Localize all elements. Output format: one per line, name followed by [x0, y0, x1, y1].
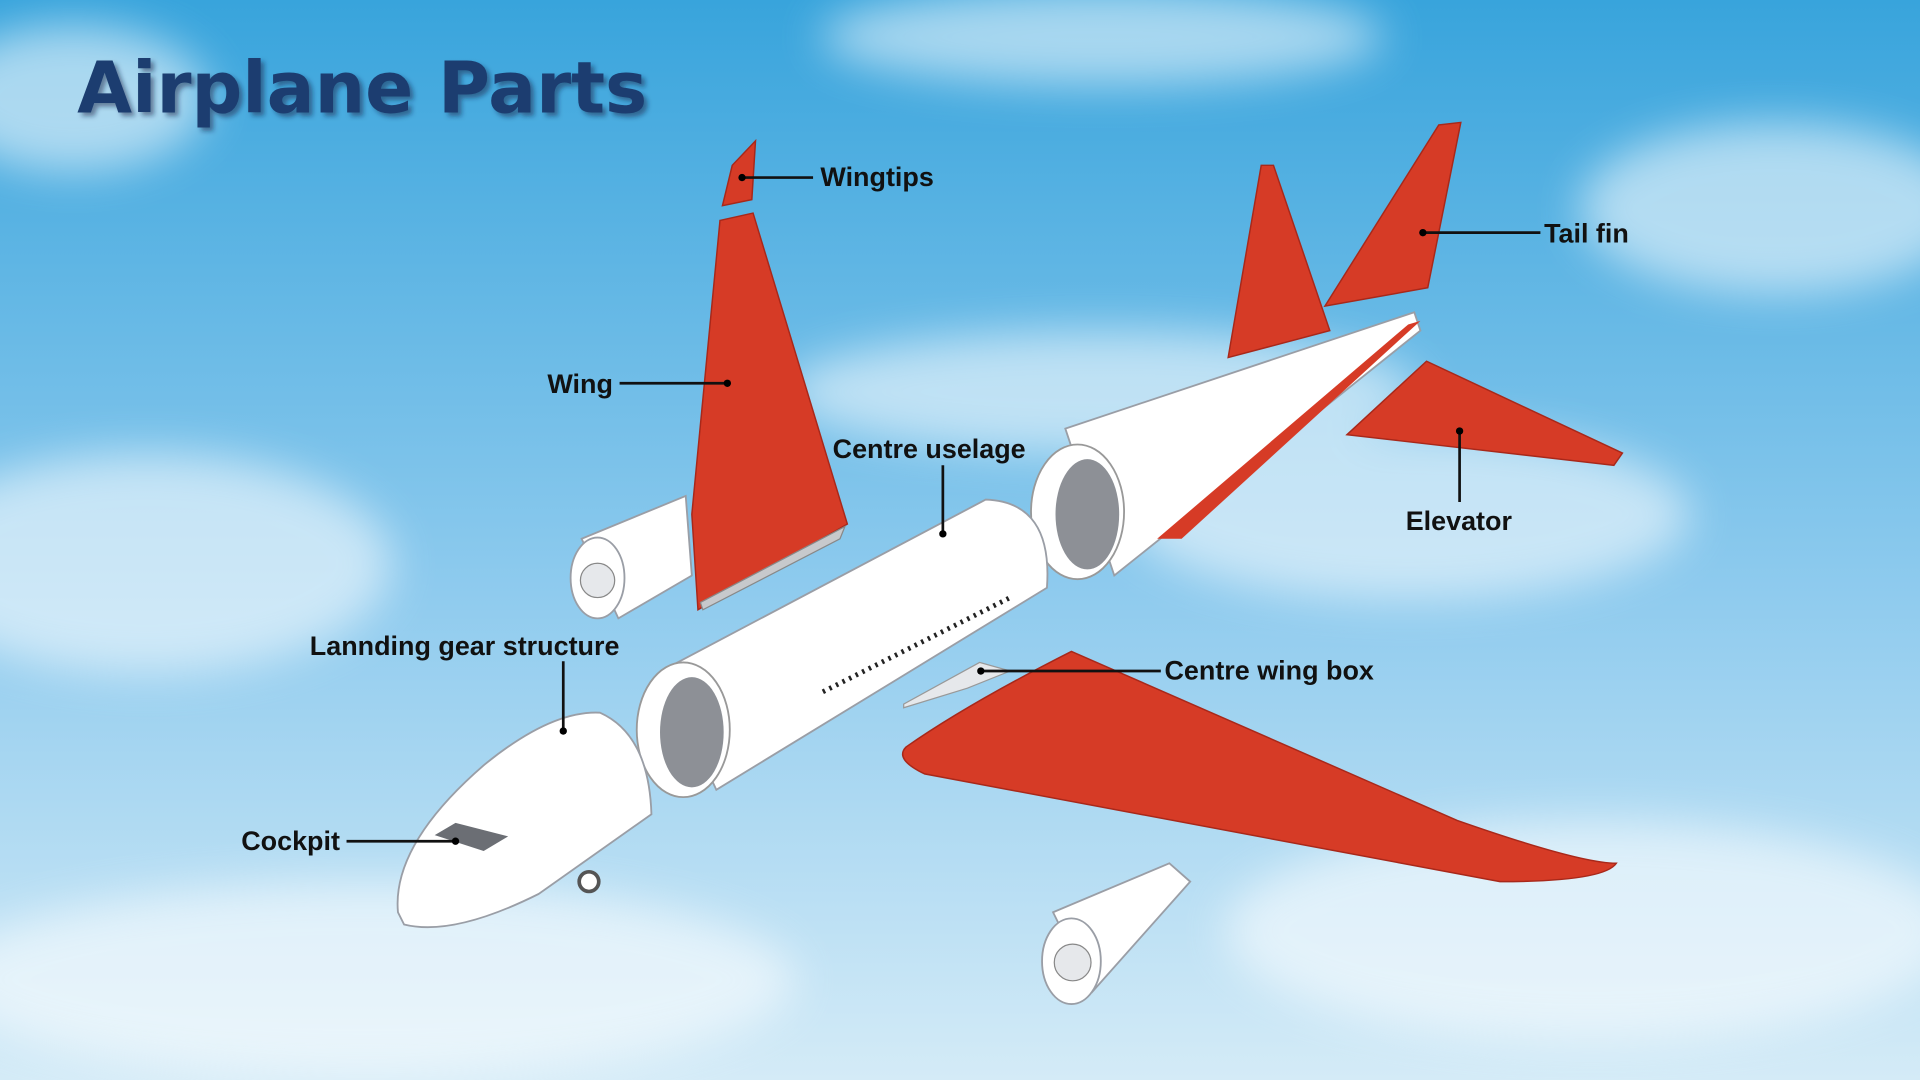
- label-tail-fin: Tail fin: [1544, 218, 1629, 248]
- centre-fuselage-part: [635, 498, 1049, 799]
- label-wingtips: Wingtips: [820, 162, 933, 192]
- label-landing-gear: Lannding gear structure: [310, 631, 620, 661]
- vertical-stabilizer: [1227, 164, 1331, 359]
- wingtip-part: [721, 138, 757, 207]
- left-engine: [569, 494, 693, 620]
- page-title: Airplane Parts: [77, 47, 647, 130]
- leader-lines: [346, 173, 1541, 845]
- right-engine: [1041, 862, 1192, 1006]
- rear-fuselage: [1030, 311, 1422, 581]
- label-wing: Wing: [547, 369, 613, 399]
- tail-fin-part: [1323, 121, 1462, 308]
- centre-wing-box-part: [903, 661, 1013, 709]
- label-centre-wing-box: Centre wing box: [1164, 656, 1373, 686]
- label-elevator: Elevator: [1406, 506, 1513, 536]
- cockpit-part: [396, 711, 653, 929]
- right-wing: [901, 650, 1618, 883]
- label-centre-fuselage: Centre uselage: [833, 434, 1026, 464]
- label-cockpit: Cockpit: [241, 826, 340, 856]
- elevator-part: [1345, 360, 1624, 467]
- left-wing: [691, 212, 849, 612]
